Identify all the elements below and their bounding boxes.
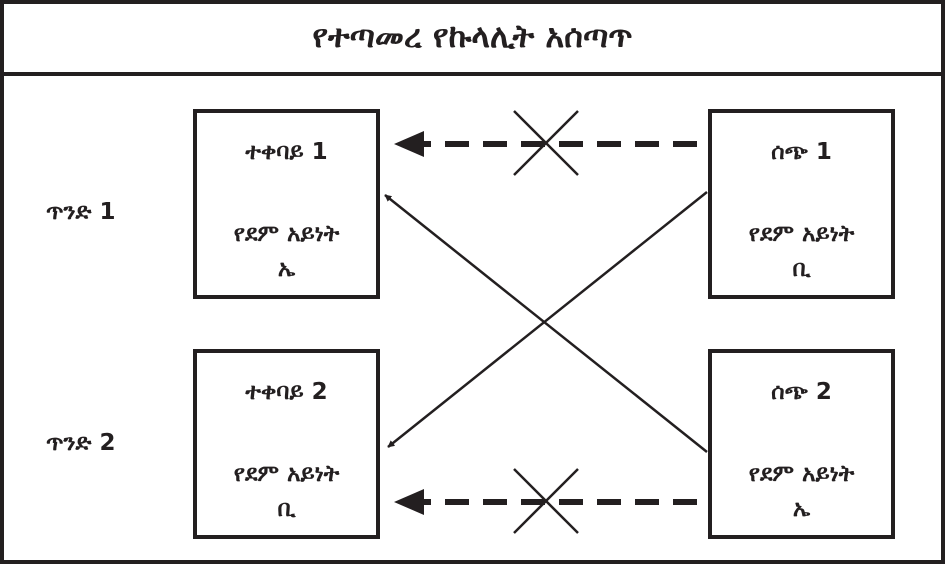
blood-type-value: ኤ [792,495,811,522]
recipient-1-blood-type: የደም አይነት ኤ [201,217,372,286]
blood-type-value: ቢ [277,495,296,522]
arrow-donor1-recipient1 [394,131,697,157]
donor-1-name: ሰጭ 1 [771,139,832,165]
blood-type-label: የደም አይነት [233,461,340,487]
blood-type-value: ኤ [277,255,296,282]
blood-type-label: የደም አይነት [233,221,340,247]
title-bar: የተጣመረ የኩላሊት አሰጣጥ [0,0,945,76]
recipient-2-box: ተቀባይ 2 የደም አይነት ቢ [193,349,380,539]
recipient-1-name: ተቀባይ 1 [245,139,328,165]
cross-mark-icon [513,468,579,534]
recipient-1-box: ተቀባይ 1 የደም አይነት ኤ [193,109,380,299]
recipient-2-blood-type: የደም አይነት ቢ [201,457,372,526]
pair-2-label: ጥንድ 2 [46,430,116,456]
arrow-donor1-recipient2 [387,191,708,448]
arrow-donor2-recipient1 [384,194,708,453]
blood-type-value: ቢ [792,255,811,282]
blood-type-label: የደም አይነት [748,221,855,247]
donor-2-name: ሰጭ 2 [771,379,832,405]
cross-mark-icon [513,110,579,176]
donor-2-blood-type: የደም አይነት ኤ [716,457,887,526]
blood-type-label: የደም አይነት [748,461,855,487]
pair-1-label: ጥንድ 1 [46,199,116,225]
recipient-2-name: ተቀባይ 2 [245,379,328,405]
arrow-donor2-recipient2 [394,489,697,515]
donor-2-box: ሰጭ 2 የደም አይነት ኤ [708,349,895,539]
diagram-title: የተጣመረ የኩላሊት አሰጣጥ [312,17,633,55]
donor-1-box: ሰጭ 1 የደም አይነት ቢ [708,109,895,299]
donor-1-blood-type: የደም አይነት ቢ [716,217,887,286]
